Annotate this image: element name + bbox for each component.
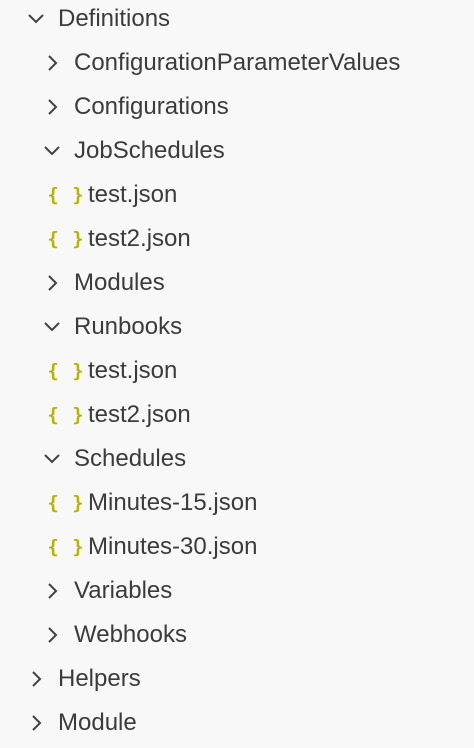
- tree-item-label: Module: [58, 709, 137, 736]
- tree-item-configurationparametervalues[interactable]: ConfigurationParameterValues: [0, 41, 474, 85]
- tree-item-schedules[interactable]: Schedules: [0, 437, 474, 481]
- chevron-right-icon[interactable]: [42, 625, 62, 645]
- tree-item-jobschedules-test2-json[interactable]: { } test2.json: [0, 217, 474, 261]
- tree-item-runbooks-test2-json[interactable]: { } test2.json: [0, 393, 474, 437]
- tree-item-label: Modules: [74, 269, 165, 296]
- tree-item-schedules-minutes-30-json[interactable]: { } Minutes-30.json: [0, 525, 474, 569]
- chevron-down-icon[interactable]: [42, 317, 62, 337]
- chevron-down-icon[interactable]: [42, 449, 62, 469]
- tree-item-modules[interactable]: Modules: [0, 261, 474, 305]
- tree-item-webhooks[interactable]: Webhooks: [0, 613, 474, 657]
- tree-item-label: ConfigurationParameterValues: [74, 49, 401, 76]
- tree-item-label: Runbooks: [74, 313, 183, 340]
- tree-item-module[interactable]: Module: [0, 701, 474, 745]
- tree-item-runbooks[interactable]: Runbooks: [0, 305, 474, 349]
- json-file-icon: { }: [47, 404, 85, 426]
- tree-item-jobschedules[interactable]: JobSchedules: [0, 129, 474, 173]
- tree-item-configurations[interactable]: Configurations: [0, 85, 474, 129]
- json-file-icon: { }: [47, 228, 85, 250]
- tree-item-label: test2.json: [88, 401, 191, 428]
- chevron-right-icon[interactable]: [42, 53, 62, 73]
- tree-item-variables[interactable]: Variables: [0, 569, 474, 613]
- tree-item-definitions[interactable]: Definitions: [0, 0, 474, 41]
- tree-item-label: Webhooks: [74, 621, 187, 648]
- tree-item-runbooks-test-json[interactable]: { } test.json: [0, 349, 474, 393]
- tree-item-label: test.json: [88, 181, 178, 208]
- json-file-icon: { }: [47, 492, 85, 514]
- tree-item-label: Definitions: [58, 5, 171, 32]
- json-file-icon: { }: [47, 184, 85, 206]
- chevron-right-icon[interactable]: [42, 97, 62, 117]
- tree-item-label: Helpers: [58, 665, 141, 692]
- tree-item-label: Configurations: [74, 93, 229, 120]
- tree-item-label: Schedules: [74, 445, 187, 472]
- json-file-icon: { }: [47, 360, 85, 382]
- chevron-right-icon[interactable]: [42, 581, 62, 601]
- tree-item-jobschedules-test-json[interactable]: { } test.json: [0, 173, 474, 217]
- json-file-icon: { }: [47, 536, 85, 558]
- chevron-down-icon[interactable]: [26, 9, 46, 29]
- tree-item-label: Minutes-15.json: [88, 489, 258, 516]
- chevron-right-icon[interactable]: [26, 669, 46, 689]
- tree-item-helpers[interactable]: Helpers: [0, 657, 474, 701]
- chevron-right-icon[interactable]: [26, 713, 46, 733]
- tree-item-label: Minutes-30.json: [88, 533, 258, 560]
- chevron-right-icon[interactable]: [42, 273, 62, 293]
- tree-item-label: test2.json: [88, 225, 191, 252]
- tree-item-label: JobSchedules: [74, 137, 225, 164]
- tree-item-label: test.json: [88, 357, 178, 384]
- chevron-down-icon[interactable]: [42, 141, 62, 161]
- tree-item-label: Variables: [74, 577, 173, 604]
- tree-item-schedules-minutes-15-json[interactable]: { } Minutes-15.json: [0, 481, 474, 525]
